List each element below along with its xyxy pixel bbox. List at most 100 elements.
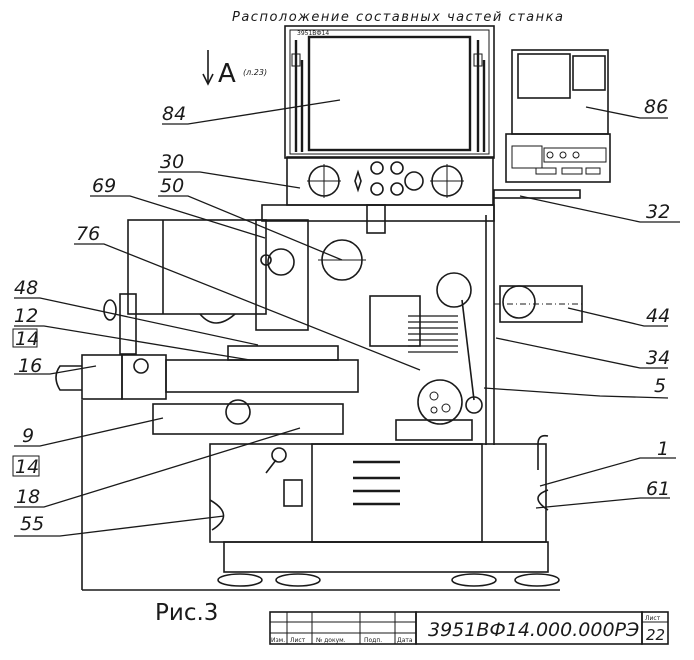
leader-84: [162, 99, 341, 125]
foot-2: [275, 573, 321, 587]
leader-61: [535, 497, 670, 509]
tb-col-label-doc: № докум.: [316, 637, 346, 644]
pendant-key-5: [561, 167, 583, 175]
leader-16: [14, 365, 97, 375]
leader-34: [495, 337, 668, 369]
callout-44: 44: [646, 305, 670, 327]
head-lever-icon: [260, 254, 272, 266]
saddle: [152, 403, 344, 435]
motor-pulley-icon: [502, 285, 536, 319]
belt-pulley-icon: [436, 272, 472, 308]
button-1-icon: [370, 161, 384, 175]
bed-plinth: [223, 541, 549, 573]
cnc-pendant: [493, 49, 611, 199]
leader-86: [585, 106, 668, 119]
monitor-housing: [284, 25, 495, 159]
button-4-icon: [390, 182, 404, 196]
belt-tension-wheel-icon: [465, 396, 483, 414]
side-handle: [209, 499, 225, 531]
callouts-right: 86 32 44 34 5 1 61: [483, 96, 680, 509]
callout-55: 55: [20, 513, 44, 535]
callout-48: 48: [14, 277, 38, 299]
callout-5: 5: [654, 375, 666, 397]
leader-30: [158, 171, 301, 189]
callout-9: 9: [22, 425, 34, 447]
pendant-key-1-icon: [546, 151, 554, 159]
view-marker-a: A (л.23): [202, 50, 267, 89]
handwheel-post: [119, 293, 137, 355]
head-assembly: [127, 198, 495, 445]
tb-col-label-date: Дата: [397, 637, 413, 644]
pendant-screen: [517, 53, 571, 99]
view-letter: A: [218, 59, 236, 89]
gearbox-dial-icon: [133, 358, 149, 374]
callout-1: 1: [657, 438, 669, 460]
table-drive-gearbox: [121, 354, 167, 400]
monitor-plate: 3951ВФ14: [297, 30, 329, 37]
saddle-motor-icon: [225, 399, 251, 425]
leader-5: [483, 387, 669, 399]
leader-44: [567, 307, 668, 327]
table-top-fixture: [227, 345, 339, 361]
monitor-latch-right: [473, 53, 483, 67]
pendant-key-2-icon: [559, 151, 567, 159]
pendant-key-6: [585, 167, 601, 175]
foot-3: [451, 573, 497, 587]
callout-16: 16: [18, 355, 42, 377]
callout-14b: 14: [15, 456, 39, 478]
bed-body: [209, 443, 547, 543]
spindle-base: [395, 419, 473, 441]
bed-lever-arm: [265, 459, 277, 474]
column-guard: [127, 219, 267, 315]
callout-12: 12: [14, 305, 38, 327]
title-block: Изм. Лист № докум. Подп. Дата 3951ВФ14.0…: [269, 611, 669, 645]
pendant-key-row: [543, 147, 607, 163]
monitor-unit: 3951ВФ14: [284, 25, 495, 159]
view-arrow-icon: [202, 73, 214, 86]
sheet-number: 22: [646, 626, 665, 644]
drawing-title: Расположение составных частей станка: [232, 10, 564, 25]
pendant-key-3-icon: [572, 151, 580, 159]
leader-18: [14, 427, 301, 508]
motor: [494, 285, 585, 323]
sheet-box: [641, 611, 669, 645]
monitor-inner-frame: [289, 29, 490, 155]
pendant-arm: [493, 189, 581, 199]
hook-icon: [537, 434, 549, 470]
table-assembly: [55, 293, 359, 590]
pendant-screen-housing: [511, 49, 609, 135]
document-code: 3951ВФ14.000.000РЭ: [428, 619, 639, 641]
callout-61: 61: [646, 478, 670, 500]
callouts-left: 84 30 69 50 76 48 12 14 16 9 14 18 55: [12, 99, 421, 537]
monitor-latch-left: [291, 53, 301, 67]
leader-1: [539, 457, 676, 487]
rear-handle: [537, 489, 549, 511]
callout-14-box: [12, 328, 38, 348]
callout-76: 76: [76, 223, 100, 245]
tb-col-label-list: Лист: [290, 637, 306, 644]
leader-32: [519, 195, 680, 223]
pendant-gauge-icon: [511, 145, 543, 169]
monitor-screen: [307, 35, 472, 152]
pendant-key-4: [535, 167, 557, 175]
callout-32: 32: [646, 201, 670, 223]
leader-55: [14, 515, 225, 537]
leader-9: [14, 417, 164, 447]
callout-14b-box: [12, 455, 40, 477]
handwheel-spindle: [417, 379, 463, 425]
leader-48: [14, 297, 259, 346]
handwheel-hole-1: [429, 391, 439, 401]
head-mechanism: [255, 219, 309, 331]
table-drive: [81, 354, 123, 400]
spindle-housing: [369, 295, 421, 347]
leader-12: [14, 325, 251, 361]
belt-drive: [461, 299, 475, 401]
guard-arc: [199, 313, 236, 324]
pendant-side-window: [572, 55, 606, 91]
head-top-plate: [261, 204, 495, 222]
head-gear-icon: [267, 248, 295, 276]
tb-col-label-sign: Подп.: [364, 637, 382, 644]
bed: [82, 434, 560, 591]
leader-50: [158, 195, 343, 261]
